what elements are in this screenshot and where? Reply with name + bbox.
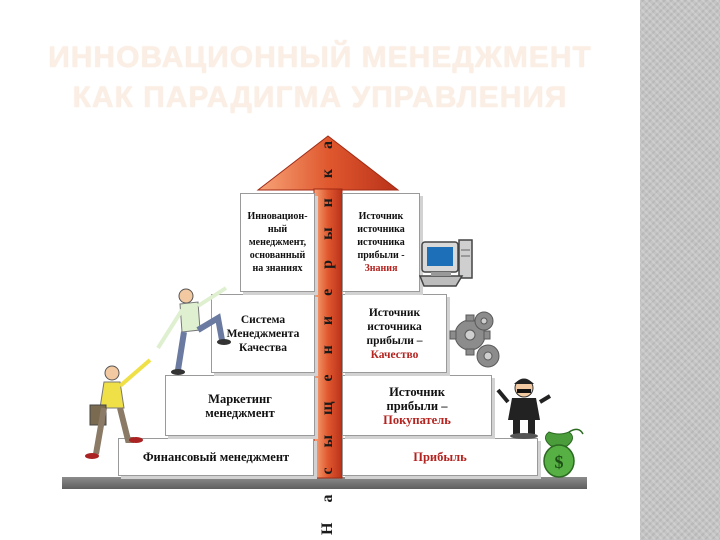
businessman-icon — [496, 378, 552, 439]
level-4-left-line-1: Инновацион- — [247, 211, 308, 222]
title-line-1: ИННОВАЦИОННЫЙ МЕНЕДЖМЕНТ — [48, 41, 592, 74]
level-4-left-line-3: менеджмент, — [248, 237, 307, 248]
level-3-right-line-3: прибыли – — [366, 334, 423, 347]
level-1-left-box: Финансовый менеджмент — [118, 438, 314, 476]
level-2-right-highlight: Покупатель — [383, 412, 451, 427]
arrow-shaft — [313, 188, 343, 479]
level-4-right-line-1: Источник — [358, 211, 404, 222]
level-3-left-line-1: Система — [240, 313, 286, 326]
computer-icon — [418, 239, 473, 287]
level-3-right-line-2: источника — [367, 320, 422, 333]
level-2-right-box: Источник прибыли – Покупатель — [342, 375, 492, 436]
level-4-left-line-2: ный — [267, 224, 288, 235]
svg-text:$: $ — [555, 452, 564, 472]
level-3-right-line-1: Источник — [368, 306, 421, 319]
level-3-right-highlight: Качество — [370, 348, 419, 361]
gears-icon — [449, 311, 500, 368]
level-3-right-box: Источник источника прибыли – Качество — [342, 294, 447, 373]
level-3-left-box: Система Менеджмента Качества — [211, 294, 315, 373]
level-2-right-line-1: Источник — [389, 384, 445, 399]
level-3-left-line-2: Менеджмента — [226, 327, 300, 340]
level-4-left-box: Инновацион- ный менеджмент, основанный н… — [240, 193, 315, 292]
level-2-left-box: Маркетинг менеджмент — [165, 375, 315, 436]
level-4-right-line-2: источника — [357, 224, 405, 235]
level-4-right-line-3: источника — [357, 237, 405, 248]
level-4-right-line-4: прибыли - — [357, 250, 405, 261]
decorative-side-panel — [640, 0, 720, 540]
level-4-right-highlight: Знания — [364, 263, 398, 274]
level-4-left-line-4: основанный — [249, 250, 306, 261]
level-4-right-box: Источник источника источника прибыли - З… — [342, 193, 420, 292]
climbing-people-icon — [85, 286, 231, 459]
level-2-right-line-2: прибыли – — [386, 398, 448, 413]
pyramid-base — [62, 477, 587, 489]
level-1-left-text: Финансовый менеджмент — [142, 450, 290, 464]
level-1-right-highlight: Прибыль — [413, 450, 467, 464]
level-3-left-line-3: Качества — [239, 341, 287, 354]
level-4-left-line-5: на знаниях — [252, 263, 303, 274]
level-1-right-box: Прибыль — [342, 438, 538, 476]
level-2-left-line-1: Маркетинг — [208, 391, 272, 406]
slide-title: ИННОВАЦИОННЫЙ МЕНЕДЖМЕНТ КАК ПАРАДИГМА У… — [20, 38, 620, 118]
money-bag-icon: $ — [543, 428, 584, 478]
title-line-2: КАК ПАРАДИГМА УПРАВЛЕНИЯ — [72, 81, 568, 114]
level-2-left-line-2: менеджмент — [205, 405, 275, 420]
